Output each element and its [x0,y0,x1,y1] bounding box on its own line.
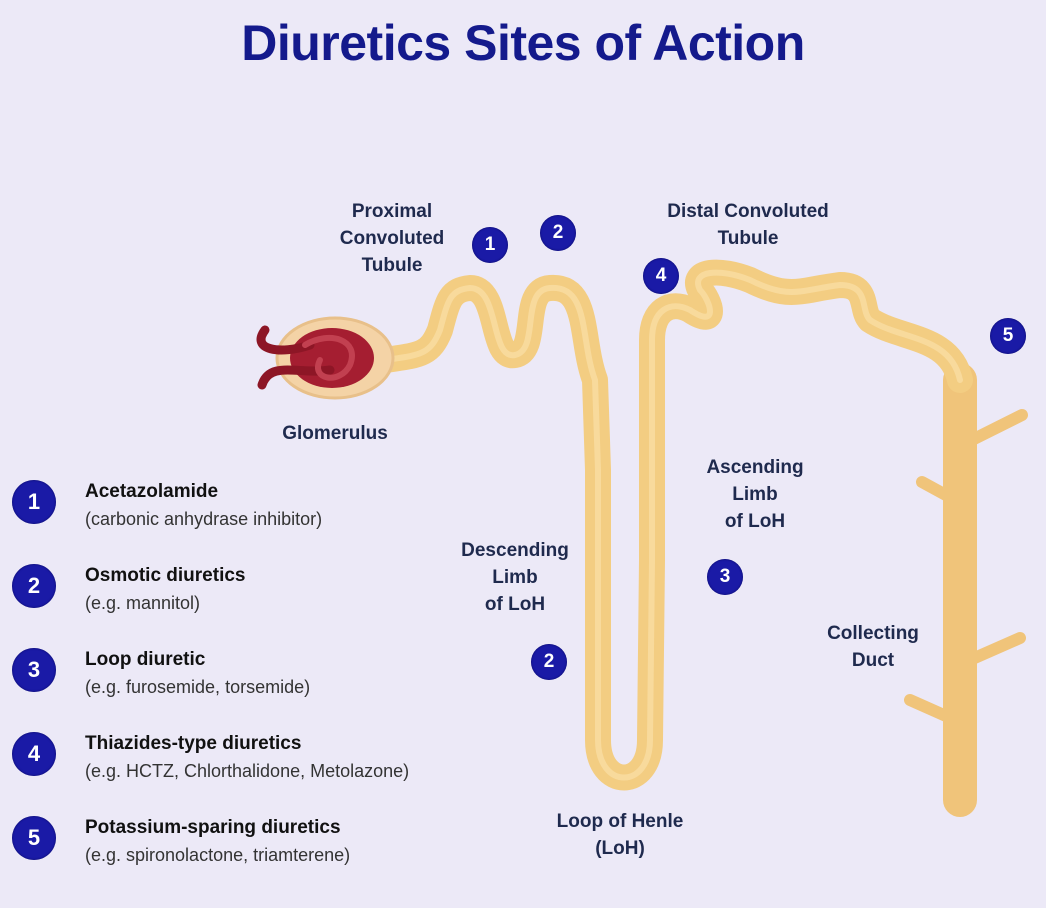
legend-item: 5 Potassium-sparing diuretics (e.g. spir… [12,812,532,872]
label-glomerulus: Glomerulus [282,423,388,444]
site-badge-collecting-5: 5 [990,318,1026,354]
glomerulus-vessels [256,325,355,390]
legend-item: 4 Thiazides-type diuretics (e.g. HCTZ, C… [12,728,532,788]
site-badge-pct-2: 2 [540,215,576,251]
legend-badge: 3 [12,648,56,692]
legend-drug-name: Thiazides-type diuretics [85,733,302,754]
legend-drug-name: Loop diuretic [85,649,206,670]
legend-drug-desc: (carbonic anhydrase inhibitor) [85,509,323,529]
legend-badge: 2 [12,564,56,608]
legend-item: 2 Osmotic diuretics (e.g. mannitol) [12,560,532,620]
collecting-duct-branch [964,632,1026,666]
label-collecting-duct: Collecting Duct [827,623,919,671]
collecting-duct-branch [904,694,961,726]
label-loop-of-henle: Loop of Henle (LoH) [556,811,684,859]
page-title: Diuretics Sites of Action [241,15,805,71]
collecting-duct-branch [966,409,1028,446]
legend-item: 1 Acetazolamide (carbonic anhydrase inhi… [12,476,532,536]
label-descending-limb: Descending Limb of LoH [461,540,569,615]
legend-drug-desc: (e.g. HCTZ, Chlorthalidone, Metolazone) [85,761,410,781]
legend-drug-desc: (e.g. mannitol) [85,593,201,613]
legend-badge: 4 [12,732,56,776]
site-badge-dct-4: 4 [643,258,679,294]
label-pct: Proximal Convoluted Tubule [339,201,445,276]
legend-badge: 1 [12,480,56,524]
site-badge-descending-2: 2 [531,644,567,680]
legend-badge: 5 [12,816,56,860]
legend-drug-name: Osmotic diuretics [85,565,246,586]
legend-drug-desc: (e.g. furosemide, torsemide) [85,677,311,697]
legend-item: 3 Loop diuretic (e.g. furosemide, torsem… [12,644,532,704]
legend-drug-name: Potassium-sparing diuretics [85,817,341,838]
legend-drug-desc: (e.g. spironolactone, triamterene) [85,845,351,865]
label-ascending-limb: Ascending Limb of LoH [706,457,804,532]
collecting-duct-branch [916,476,961,506]
site-badge-ascending-3: 3 [707,559,743,595]
site-badge-pct-1: 1 [472,227,508,263]
label-dct: Distal Convoluted Tubule [667,201,829,249]
legend-drug-name: Acetazolamide [85,481,219,502]
